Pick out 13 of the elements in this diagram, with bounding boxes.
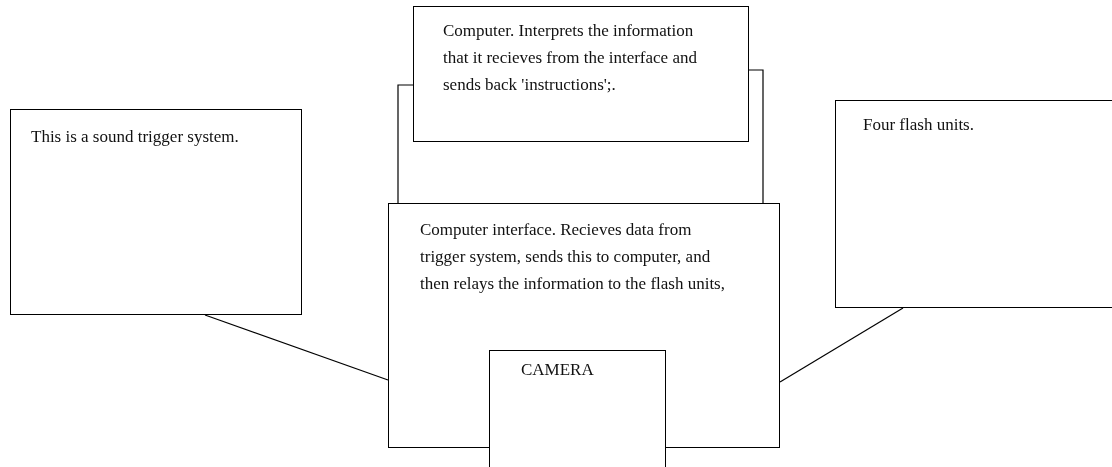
box-text: This is a sound trigger system. bbox=[31, 126, 240, 148]
box-text: Computer. Interprets the information that it recieves from the interface and sends back 'instructions';. bbox=[443, 20, 698, 96]
text-box bbox=[835, 100, 1112, 308]
text-box bbox=[489, 350, 666, 467]
connector-line bbox=[397, 84, 414, 204]
text-box bbox=[413, 6, 749, 142]
box-text: CAMERA bbox=[521, 359, 595, 381]
text-box bbox=[10, 109, 302, 315]
connector-line bbox=[779, 307, 904, 383]
connector-line bbox=[748, 69, 764, 204]
box-text: Computer interface. Recieves data from trigger system, sends this to computer, and then relays the information to the flash units, bbox=[420, 219, 726, 295]
box-text: Four flash units. bbox=[863, 114, 975, 136]
connector-line bbox=[204, 314, 389, 381]
